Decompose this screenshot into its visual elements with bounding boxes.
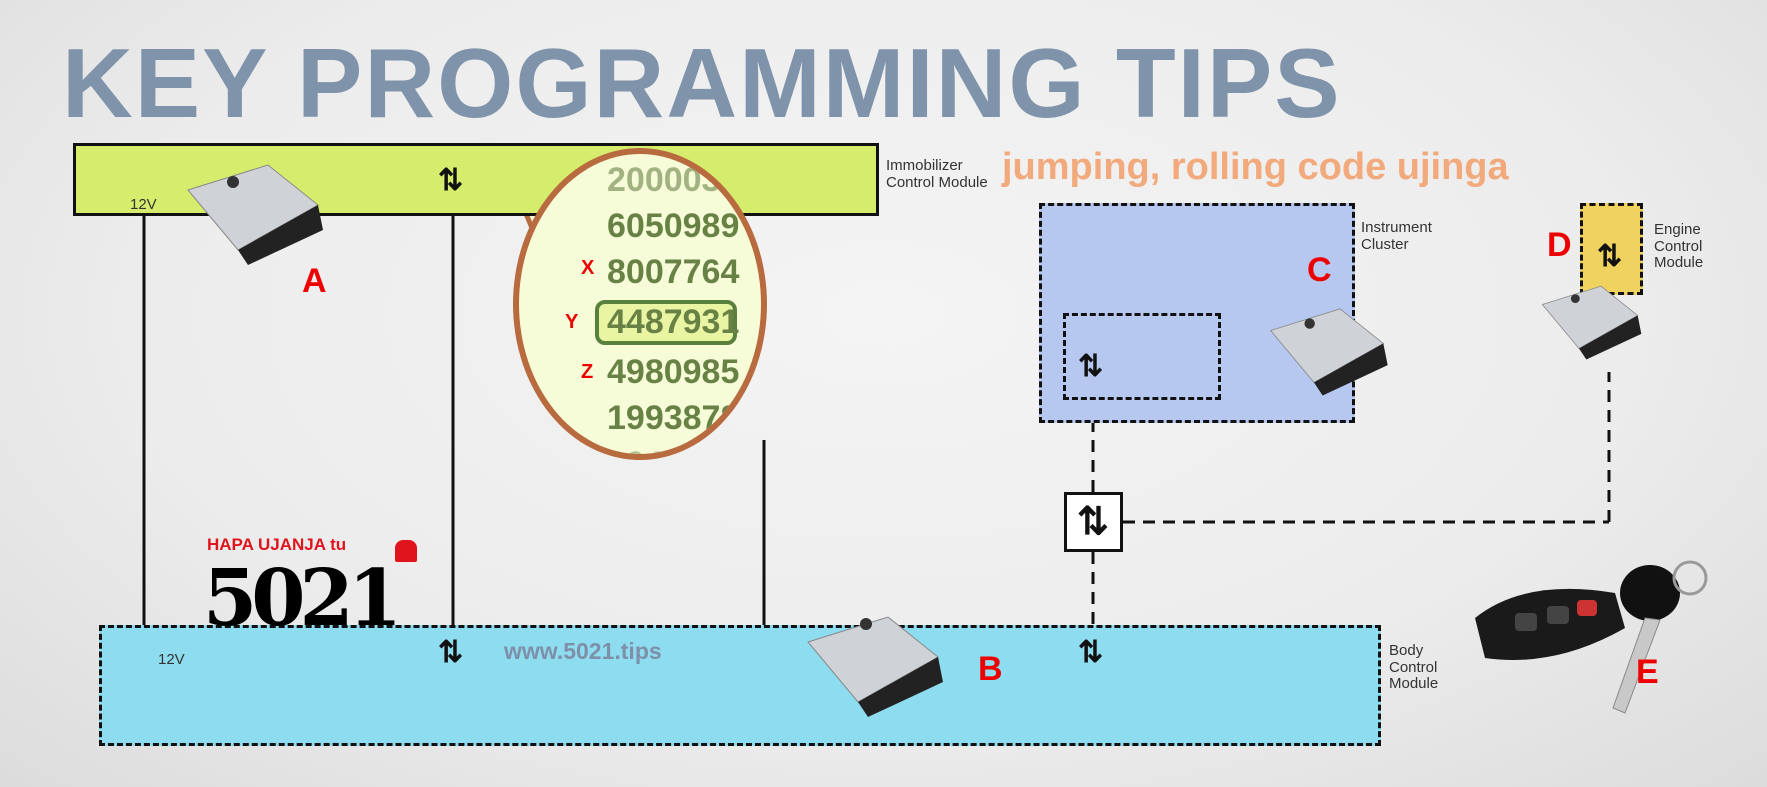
- instrument-cluster-label: Instrument Cluster: [1361, 219, 1432, 253]
- ecu-module-image-d: [1541, 285, 1642, 360]
- label-c: C: [1307, 251, 1332, 289]
- subtitle: jumping, rolling code ujinga: [1002, 146, 1509, 188]
- ecu-module-image-b: [807, 616, 943, 717]
- marker-y: Y: [565, 311, 579, 333]
- ecu-module-image-c: [1269, 308, 1388, 396]
- label-d: D: [1547, 226, 1572, 264]
- marker-z: Z: [581, 361, 594, 383]
- code-item: 8007764: [607, 253, 740, 291]
- engine-control-label: Engine Control Module: [1654, 221, 1704, 271]
- logo-tagline: HAPA UJANJA tu: [207, 535, 347, 554]
- logo-5021: 5021: [203, 553, 402, 644]
- logo-red-dot: [395, 540, 417, 562]
- voltage-label-top: 12V: [130, 196, 157, 213]
- website-watermark: www.5021.tips: [504, 638, 662, 664]
- immobilizer-label: Immobilizer Control Module: [886, 157, 988, 191]
- code-item: 6050989: [607, 207, 740, 245]
- code-item: 2000030: [607, 161, 740, 199]
- code-item: 1993878: [607, 399, 740, 437]
- code-item-selected: 4487931: [595, 300, 739, 346]
- bidirectional-arrow-icon: ⇅: [1597, 240, 1623, 273]
- voltage-label-bottom: 12V: [158, 651, 185, 668]
- label-b: B: [978, 650, 1003, 688]
- label-e: E: [1636, 653, 1659, 691]
- bidirectional-arrow-icon: ⇅: [438, 164, 464, 197]
- car-key-fob-image: [1475, 560, 1708, 714]
- bidirectional-arrow-icon: ⇅: [1078, 636, 1104, 669]
- page-title: KEY PROGRAMMING TIPS: [62, 28, 1342, 138]
- instrument-cluster-inner-box: [1063, 313, 1221, 400]
- body-control-module-box: [99, 625, 1381, 746]
- bidirectional-arrow-icon: ⇅: [438, 636, 464, 669]
- magnifier-code-list: 2000030 6050989 8007764 4487931 4980985 …: [513, 148, 767, 460]
- label-a: A: [302, 262, 327, 300]
- code-item: 8042370: [607, 445, 752, 454]
- ecu-module-image-a: [187, 164, 323, 265]
- gateway-switch-box: ⇅: [1064, 492, 1123, 552]
- body-control-label: Body Control Module: [1389, 642, 1439, 692]
- bidirectional-arrow-icon: ⇅: [1078, 350, 1104, 383]
- code-item: 4980985: [607, 353, 740, 391]
- marker-x: X: [581, 257, 595, 279]
- bidirectional-arrow-icon: ⇅: [1077, 501, 1109, 543]
- engine-control-module-box: [1580, 203, 1643, 295]
